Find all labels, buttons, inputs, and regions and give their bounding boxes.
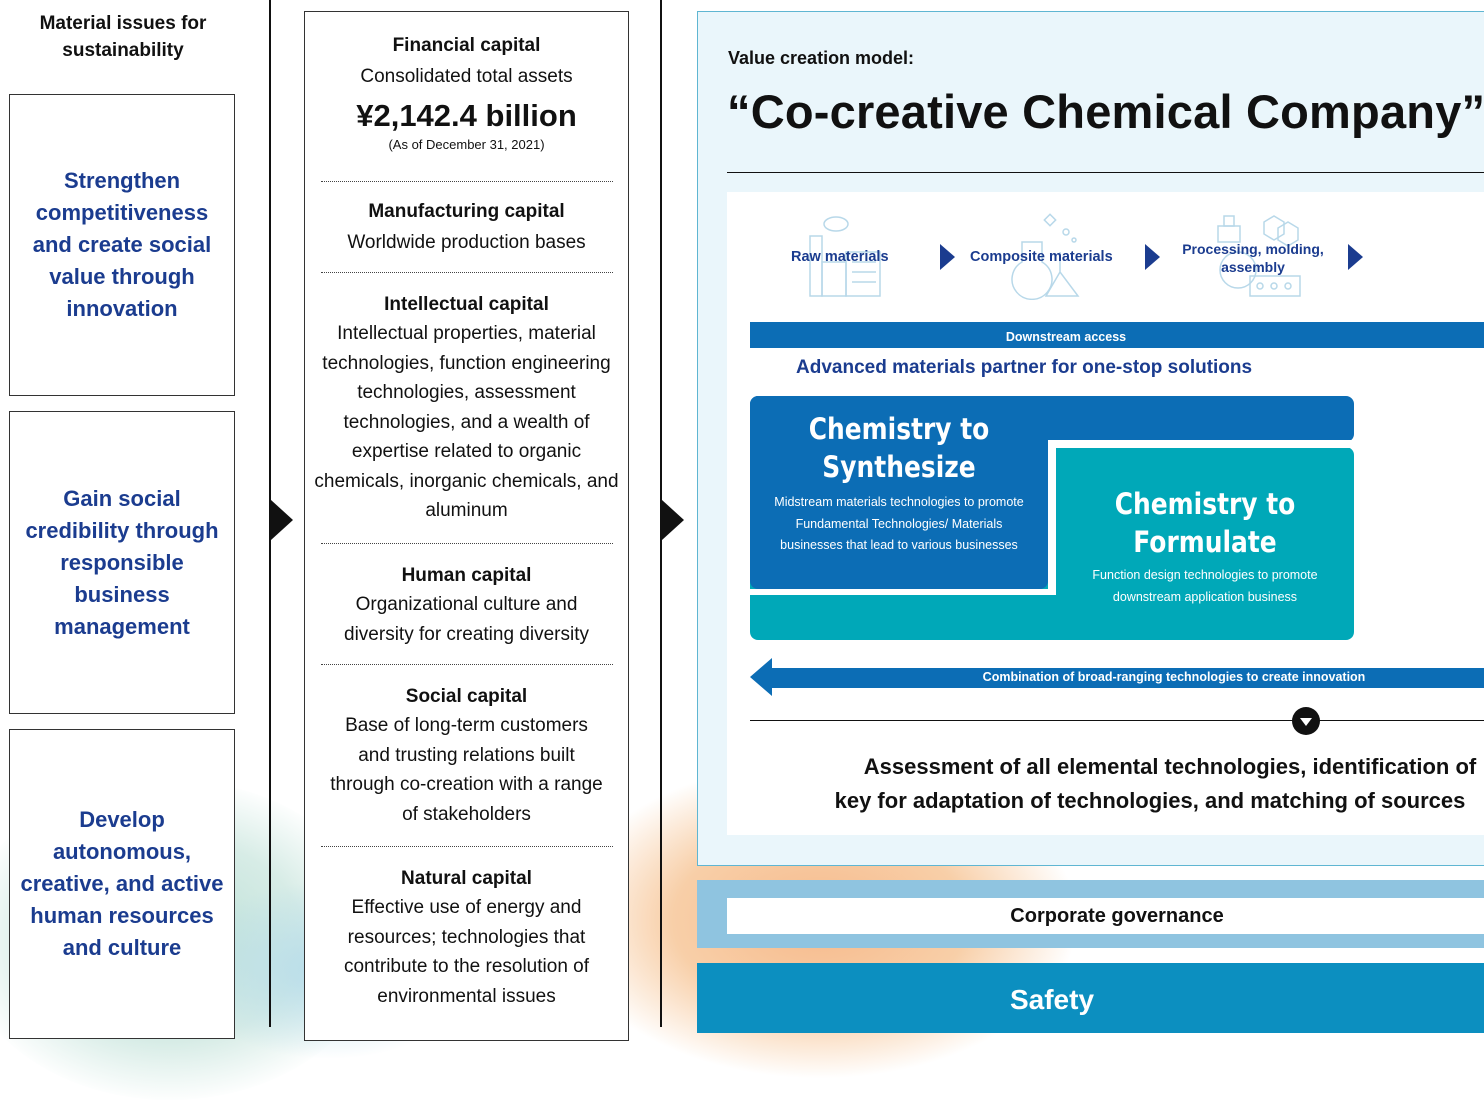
title-rule (727, 172, 1484, 173)
partner-heading: Advanced materials partner for one-stop … (796, 357, 1253, 378)
material-issues-heading: Material issues for sustainability (39, 13, 207, 61)
issue-box-human-resources: Develop autonomous, creative, and active… (9, 729, 235, 1039)
total-assets-value: ¥2,142.4 billion (356, 97, 577, 133)
combination-label: Combination of broad-ranging technologie… (982, 670, 1366, 684)
flow-chevron-icon (940, 244, 955, 270)
formulate-description: Function design technologies to promote … (1092, 568, 1318, 604)
value-model-label: Value creation model: (728, 48, 915, 68)
issue-text: Gain social credibility through responsi… (25, 485, 219, 639)
issue-box-credibility: Gain social credibility through responsi… (9, 411, 235, 714)
dotted-divider (321, 846, 613, 847)
factory-icon (809, 216, 881, 297)
downstream-access-label: Downstream access (1005, 330, 1127, 344)
chevron-down-icon (1292, 707, 1320, 735)
social-capital: Social capital Base of long-term custome… (305, 683, 628, 829)
capital-title: Manufacturing capital (368, 201, 565, 222)
dotted-divider (321, 181, 613, 182)
synthesize-description: Midstream materials technologies to prom… (774, 495, 1024, 552)
synthesize-block (750, 396, 1048, 589)
flow-step-processing: Processing, molding, assembly (1182, 241, 1324, 275)
capital-title: Human capital (401, 565, 532, 586)
combination-arrow-icon (750, 658, 1484, 696)
capital-title: Social capital (405, 686, 528, 707)
capital-body: Effective use of energy and resources; t… (343, 897, 590, 1007)
assessment-line: key for adaptation of technologies, and … (834, 788, 1466, 813)
capitals-panel: Financial capital Consolidated total ass… (304, 11, 629, 1041)
capital-title: Intellectual capital (384, 294, 549, 315)
safety-label: Safety (1009, 984, 1095, 1015)
value-model-title: “Co-creative Chemical Company” (727, 85, 1484, 138)
downstream-access-band: Downstream access (750, 322, 1484, 348)
assessment-rule (750, 720, 1484, 721)
dotted-divider (321, 543, 613, 544)
flask-icon (1011, 213, 1080, 300)
dotted-divider (321, 664, 613, 665)
flow-step-composite-materials: Composite materials (970, 249, 1113, 265)
flow-step-raw-materials: Raw materials (791, 249, 889, 265)
issue-text: Strengthen competitiveness and create so… (32, 168, 212, 321)
as-of-date: (As of December 31, 2021) (388, 136, 545, 152)
natural-capital: Natural capital Effective use of energy … (305, 865, 628, 1011)
capital-body: Intellectual properties, material techno… (314, 323, 619, 521)
capital-body: Organizational culture and diversity for… (344, 594, 589, 645)
financial-capital: Financial capital Consolidated total ass… (305, 32, 628, 154)
capital-title: Financial capital (392, 35, 541, 56)
formulate-title: Chemistry to Formulate (1114, 487, 1296, 559)
safety-band: Safety (697, 963, 1484, 1033)
block-separator (1048, 440, 1354, 448)
assembly-icon (1217, 215, 1301, 297)
flow-chevron-icon (1145, 244, 1160, 270)
intellectual-capital: Intellectual capital Intellectual proper… (305, 291, 628, 526)
flow-chevron-icon (1348, 244, 1363, 270)
flow-arrow-icon (662, 500, 684, 540)
divider-line (660, 0, 662, 1027)
dotted-divider (321, 272, 613, 273)
issue-box-innovation: Strengthen competitiveness and create so… (9, 94, 235, 396)
capital-body: Consolidated total assets (360, 66, 573, 87)
corporate-governance-label: Corporate governance (727, 898, 1484, 934)
divider-line (269, 0, 271, 1027)
capital-body: Base of long-term customers and trusting… (330, 715, 603, 825)
flow-arrow-icon (271, 500, 293, 540)
assessment-text: Assessment of all elemental technologies… (790, 750, 1484, 818)
assessment-line: Assessment of all elemental technologies… (863, 754, 1477, 779)
synthesize-title: Chemistry to Synthesize (808, 412, 990, 484)
block-separator (1048, 440, 1056, 595)
block-separator (750, 589, 1056, 595)
capital-title: Natural capital (401, 868, 532, 889)
human-capital: Human capital Organizational culture and… (305, 562, 628, 649)
manufacturing-capital: Manufacturing capital Worldwide producti… (305, 198, 628, 258)
capital-body: Worldwide production bases (347, 232, 586, 253)
issue-text: Develop autonomous, creative, and active… (20, 807, 224, 960)
